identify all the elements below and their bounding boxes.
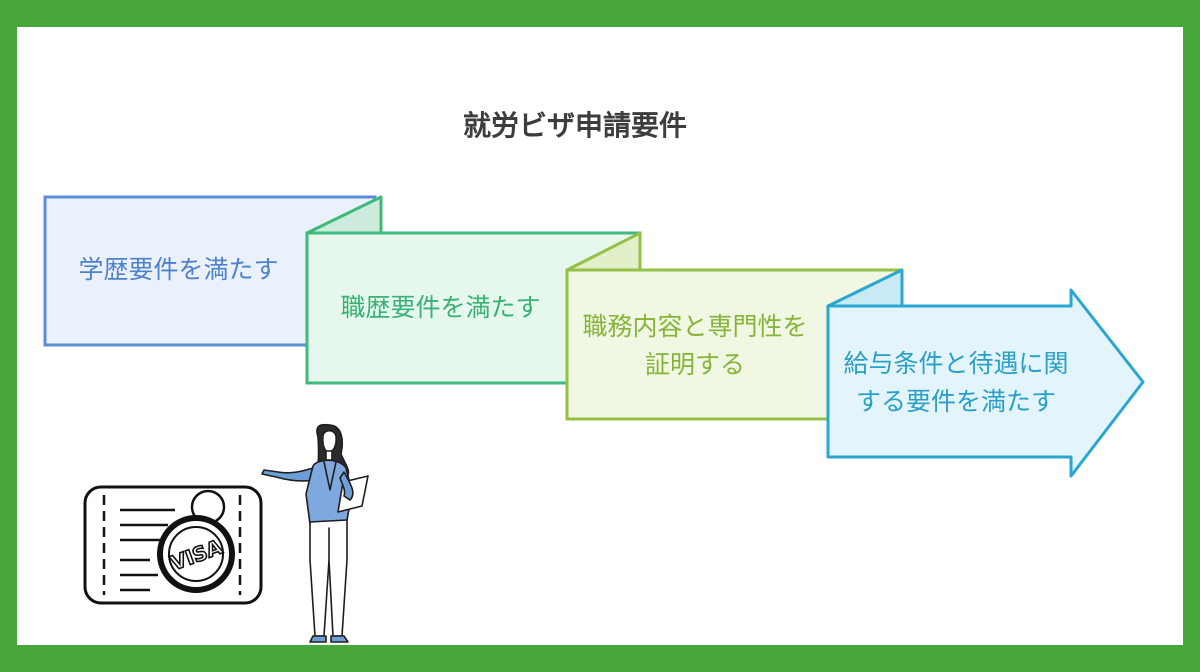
presenter-illustration (261, 423, 369, 643)
diagram-title: 就労ビザ申請要件 (462, 109, 687, 142)
step-1-label: 学歴要件を満たす (78, 255, 279, 284)
step-4-arrow-shape (826, 268, 1145, 478)
step-2-label: 職歴要件を満たす (340, 293, 541, 322)
step-3-label: 職務内容と専門性を証明する (582, 312, 808, 379)
step-4-label: 給与条件と待遇に関する要件を満たす (843, 349, 1069, 416)
visa-card-icon: VISA (83, 485, 263, 605)
